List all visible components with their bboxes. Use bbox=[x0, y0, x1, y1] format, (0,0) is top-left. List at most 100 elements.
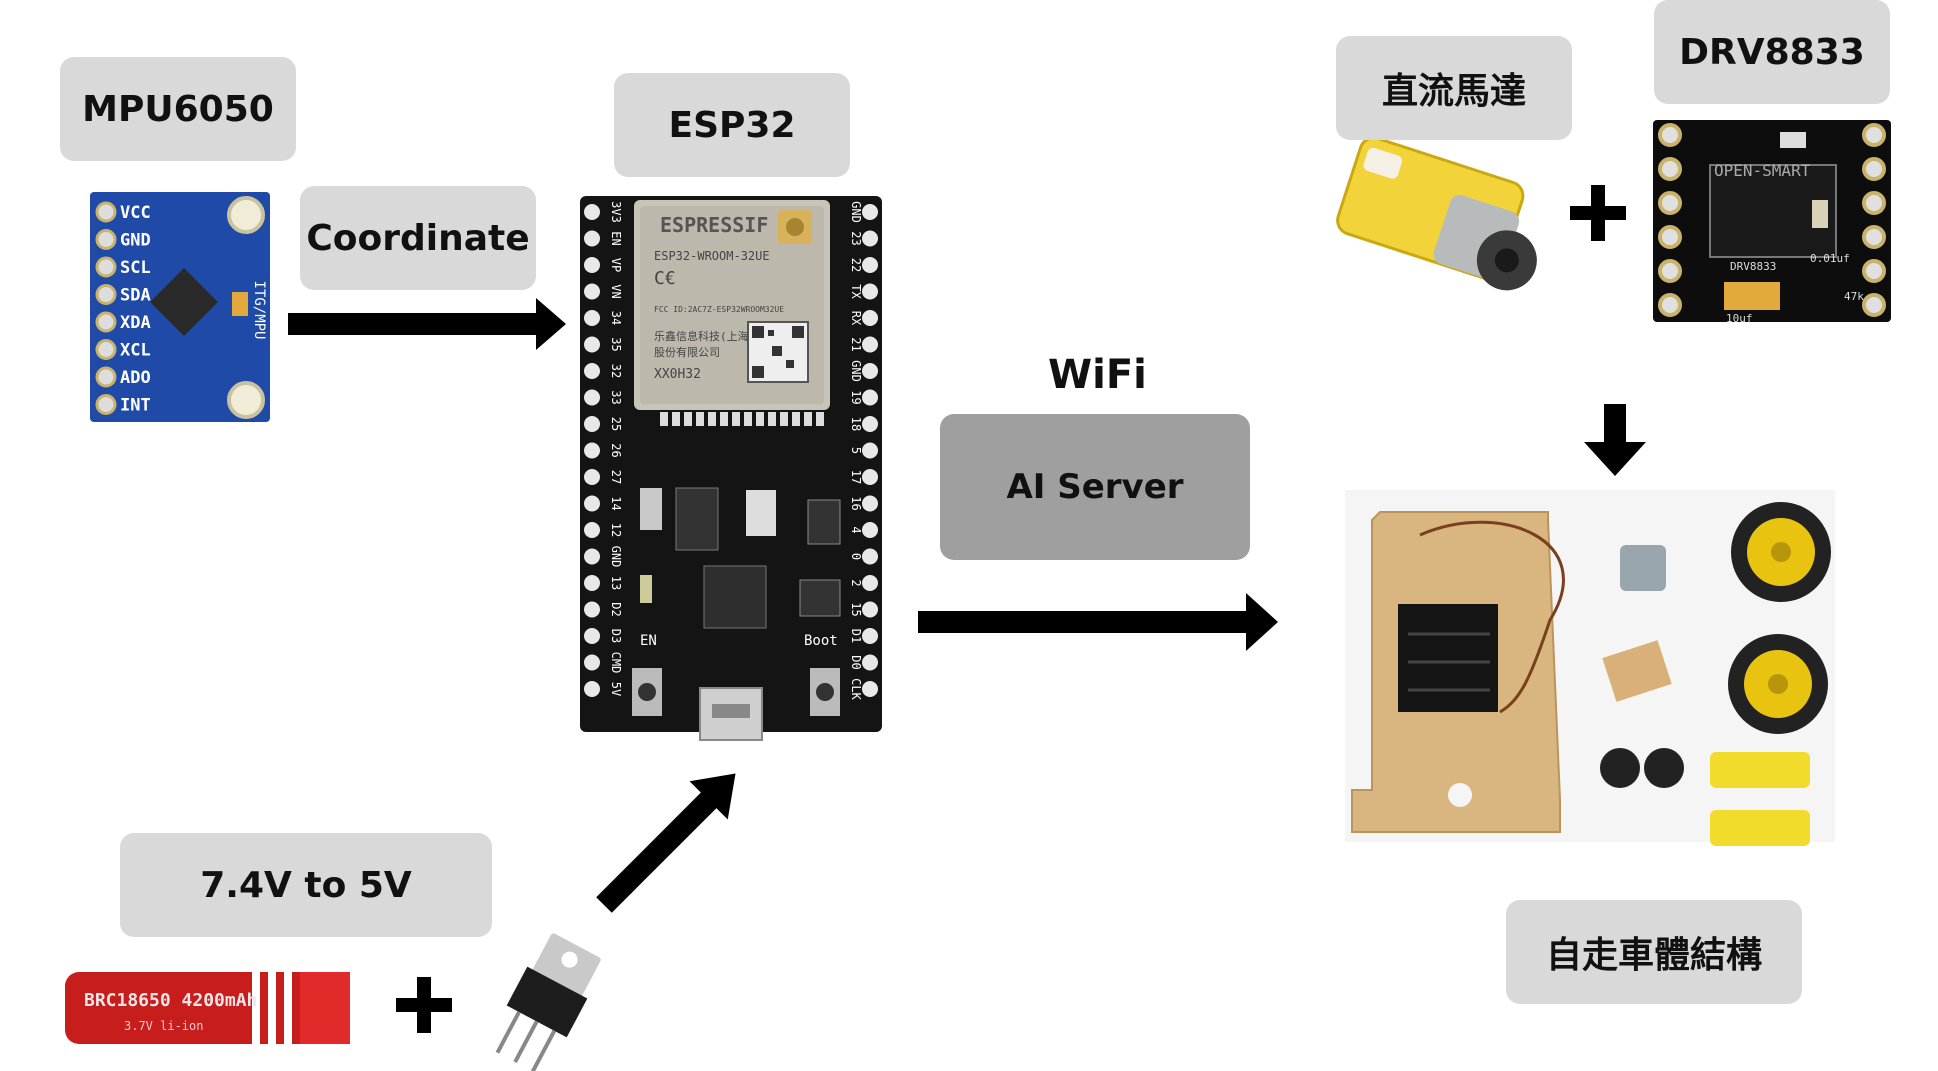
esp-right-pin-label: 0 bbox=[849, 553, 863, 560]
esp-brand: ESPRESSIF bbox=[660, 213, 768, 237]
esp-left-pin-hole bbox=[584, 442, 600, 459]
drv8833-board: OPEN-SMART DRV8833 0.01uf 10uf 47k bbox=[1653, 120, 1891, 325]
esp-right-pin-label: D1 bbox=[849, 629, 863, 643]
drv-left-pin-hole bbox=[1658, 225, 1682, 249]
esp-right-pin-hole bbox=[862, 601, 878, 618]
esp-left-pin-label: 12 bbox=[609, 523, 623, 537]
esp-left-pin-label: 32 bbox=[609, 364, 623, 378]
battery-image: BRC18650 4200mAh 3.7V li-ion bbox=[65, 972, 350, 1044]
mpu-pin-label: VCC bbox=[120, 203, 151, 223]
drv-cap1: 0.01uf bbox=[1810, 252, 1850, 265]
esp-right-pin-label: 15 bbox=[849, 602, 863, 616]
esp-module-pad bbox=[756, 412, 764, 426]
esp-left-pin-hole bbox=[584, 363, 600, 379]
label-coordinate: Coordinate bbox=[300, 186, 536, 290]
esp-module-pad bbox=[660, 412, 668, 426]
mpu-pin-hole bbox=[95, 394, 117, 415]
drv-title: OPEN-SMART bbox=[1714, 161, 1811, 180]
drv-left-pin-hole bbox=[1658, 191, 1682, 215]
esp-left-pin-label: 3V3 bbox=[609, 201, 623, 223]
mpu-pin-label: XDA bbox=[120, 313, 151, 333]
esp-left-pin-label: 14 bbox=[609, 496, 623, 510]
esp-maker2: 股份有限公司 bbox=[654, 345, 720, 359]
esp-right-pin-label: 18 bbox=[849, 417, 863, 431]
esp-right-pin-hole bbox=[862, 204, 878, 220]
mpu-pin-label: INT bbox=[120, 396, 151, 416]
label-voltage: 7.4V to 5V bbox=[120, 833, 492, 937]
esp-left-pin-label: 13 bbox=[609, 576, 623, 590]
esp-left-pin-hole bbox=[584, 204, 600, 220]
drv-right-pin-hole bbox=[1862, 123, 1886, 147]
label-chassis: 自走車體結構 bbox=[1506, 900, 1802, 1004]
esp-right-pin-hole bbox=[862, 575, 878, 591]
mpu-pin-label: XCL bbox=[120, 341, 151, 361]
chassis-kit-image bbox=[1345, 490, 1835, 846]
esp-left-pin-hole bbox=[584, 389, 600, 406]
esp-left-pin-hole bbox=[584, 548, 600, 565]
esp-left-pin-hole bbox=[584, 310, 600, 326]
esp-right-pin-label: 5 bbox=[849, 447, 863, 454]
drv-res: 47k bbox=[1844, 290, 1864, 303]
esp-module-pad bbox=[816, 412, 824, 426]
esp-left-pin-label: 25 bbox=[609, 417, 623, 431]
label-mpu6050: MPU6050 bbox=[60, 57, 296, 161]
esp-right-pin-hole bbox=[862, 628, 878, 644]
drv-right-pin-hole bbox=[1862, 259, 1886, 283]
esp-right-pin-hole bbox=[862, 416, 878, 432]
esp-left-pin-hole bbox=[584, 522, 600, 538]
label-wifi: WiFi bbox=[1048, 352, 1147, 398]
esp-right-pin-hole bbox=[862, 442, 878, 459]
esp-left-pin-hole bbox=[584, 469, 600, 485]
mpu-pin-hole bbox=[95, 366, 117, 388]
mpu-pin-label: ADO bbox=[120, 368, 151, 388]
esp-module-pad bbox=[792, 412, 800, 426]
drv-left-pin-hole bbox=[1658, 157, 1682, 181]
arrow-esp32-to-chassis bbox=[918, 593, 1278, 651]
esp-right-pin-label: RX bbox=[849, 311, 863, 326]
esp-en-label: EN bbox=[640, 633, 657, 649]
esp-right-pin-hole bbox=[862, 548, 878, 565]
esp-module-pad bbox=[768, 412, 776, 426]
esp-right-pin-label: 16 bbox=[849, 496, 863, 510]
label-drv8833: DRV8833 bbox=[1654, 0, 1890, 104]
drv-name: DRV8833 bbox=[1730, 260, 1776, 273]
esp-module-pad bbox=[804, 412, 812, 426]
esp-right-pin-hole bbox=[862, 681, 878, 697]
battery-brand: BRC18650 4200mAh bbox=[84, 990, 257, 1011]
esp-right-pin-label: GND bbox=[849, 360, 863, 382]
esp-module-pad bbox=[696, 412, 704, 426]
esp-right-pin-hole bbox=[862, 522, 878, 538]
esp-module-pad bbox=[672, 412, 680, 426]
esp-code: XX0H32 bbox=[654, 367, 701, 382]
esp-left-pin-label: D3 bbox=[609, 629, 623, 643]
esp-left-pin-label: EN bbox=[609, 231, 623, 245]
dc-motor-image bbox=[1336, 136, 1537, 291]
esp-left-pin-hole bbox=[584, 257, 600, 273]
esp-right-pin-hole bbox=[862, 310, 878, 326]
esp-boot-label: Boot bbox=[804, 633, 838, 649]
drv-left-pin-hole bbox=[1658, 293, 1682, 317]
drv-right-pin-hole bbox=[1862, 225, 1886, 249]
esp-left-pin-hole bbox=[584, 230, 600, 247]
esp-right-pin-hole bbox=[862, 230, 878, 247]
label-esp32: ESP32 bbox=[614, 73, 850, 177]
esp-right-pin-label: CLK bbox=[849, 678, 863, 700]
esp-left-pin-label: 27 bbox=[609, 470, 623, 484]
mpu-pin-hole bbox=[95, 201, 117, 223]
esp-left-pin-label: D2 bbox=[609, 602, 623, 616]
label-ai-server: AI Server bbox=[940, 414, 1250, 560]
esp-right-pin-hole bbox=[862, 495, 878, 512]
esp-right-pin-hole bbox=[862, 283, 878, 300]
esp-module-pad bbox=[780, 412, 788, 426]
esp-left-pin-hole bbox=[584, 336, 600, 353]
mpu-side-label: ITG/MPU bbox=[251, 280, 267, 339]
esp-right-pin-label: D0 bbox=[849, 655, 863, 669]
esp-right-pin-label: 19 bbox=[849, 390, 863, 404]
drv-right-pin-hole bbox=[1862, 293, 1886, 317]
esp-model: ESP32-WROOM-32UE bbox=[654, 249, 770, 263]
battery-spec: 3.7V li-ion bbox=[124, 1019, 203, 1033]
svg-text:C€: C€ bbox=[654, 268, 676, 289]
esp-left-pin-label: 34 bbox=[609, 311, 623, 325]
esp-right-pin-label: 23 bbox=[849, 231, 863, 245]
